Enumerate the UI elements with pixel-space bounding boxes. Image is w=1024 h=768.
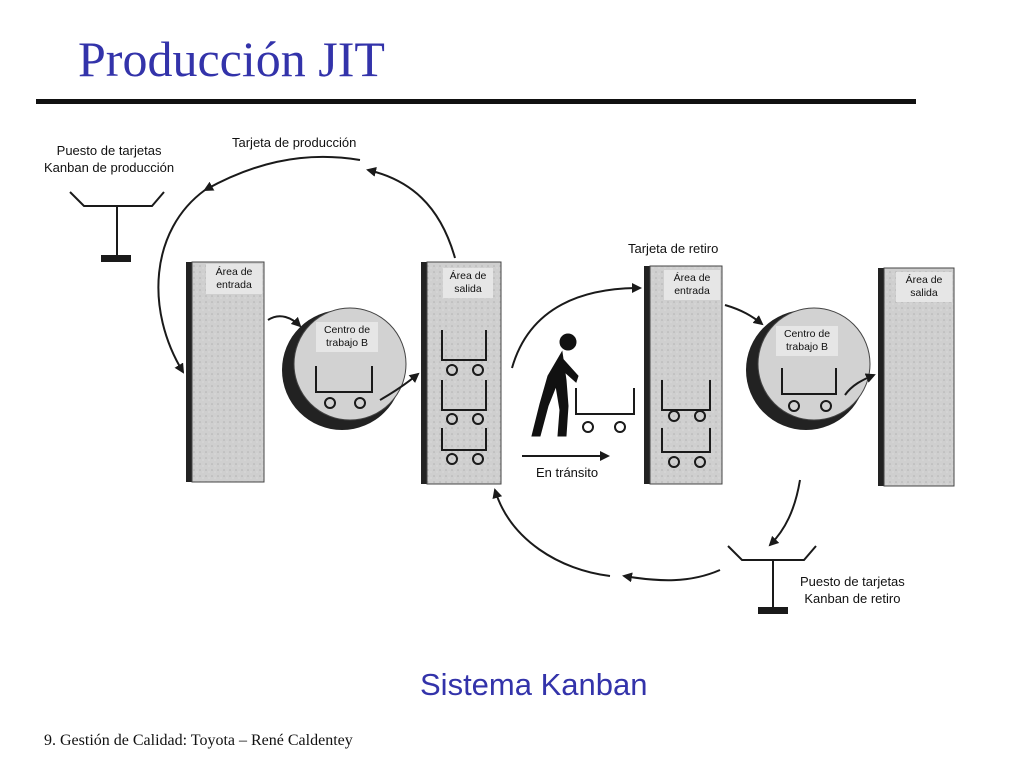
slide-subtitle: Sistema Kanban [420,667,648,702]
flow-arrows [157,155,876,583]
pillar-output-2 [878,267,955,487]
withdrawal-card-label: Tarjeta de retiro [628,241,719,256]
pillar-input-1 [186,261,265,483]
production-card-post [69,191,165,262]
title-rule [36,99,916,104]
carts [315,330,837,468]
pillar-output-1 [421,261,502,485]
slide-title: Producción JIT [78,31,385,87]
worker-figure [531,333,579,437]
in-transit-label: En tránsito [536,465,599,480]
slide-footer: 9. Gestión de Calidad: Toyota – René Cal… [44,732,353,749]
withdrawal-card-post [727,545,817,614]
production-card-label: Tarjeta de producción [232,135,357,150]
